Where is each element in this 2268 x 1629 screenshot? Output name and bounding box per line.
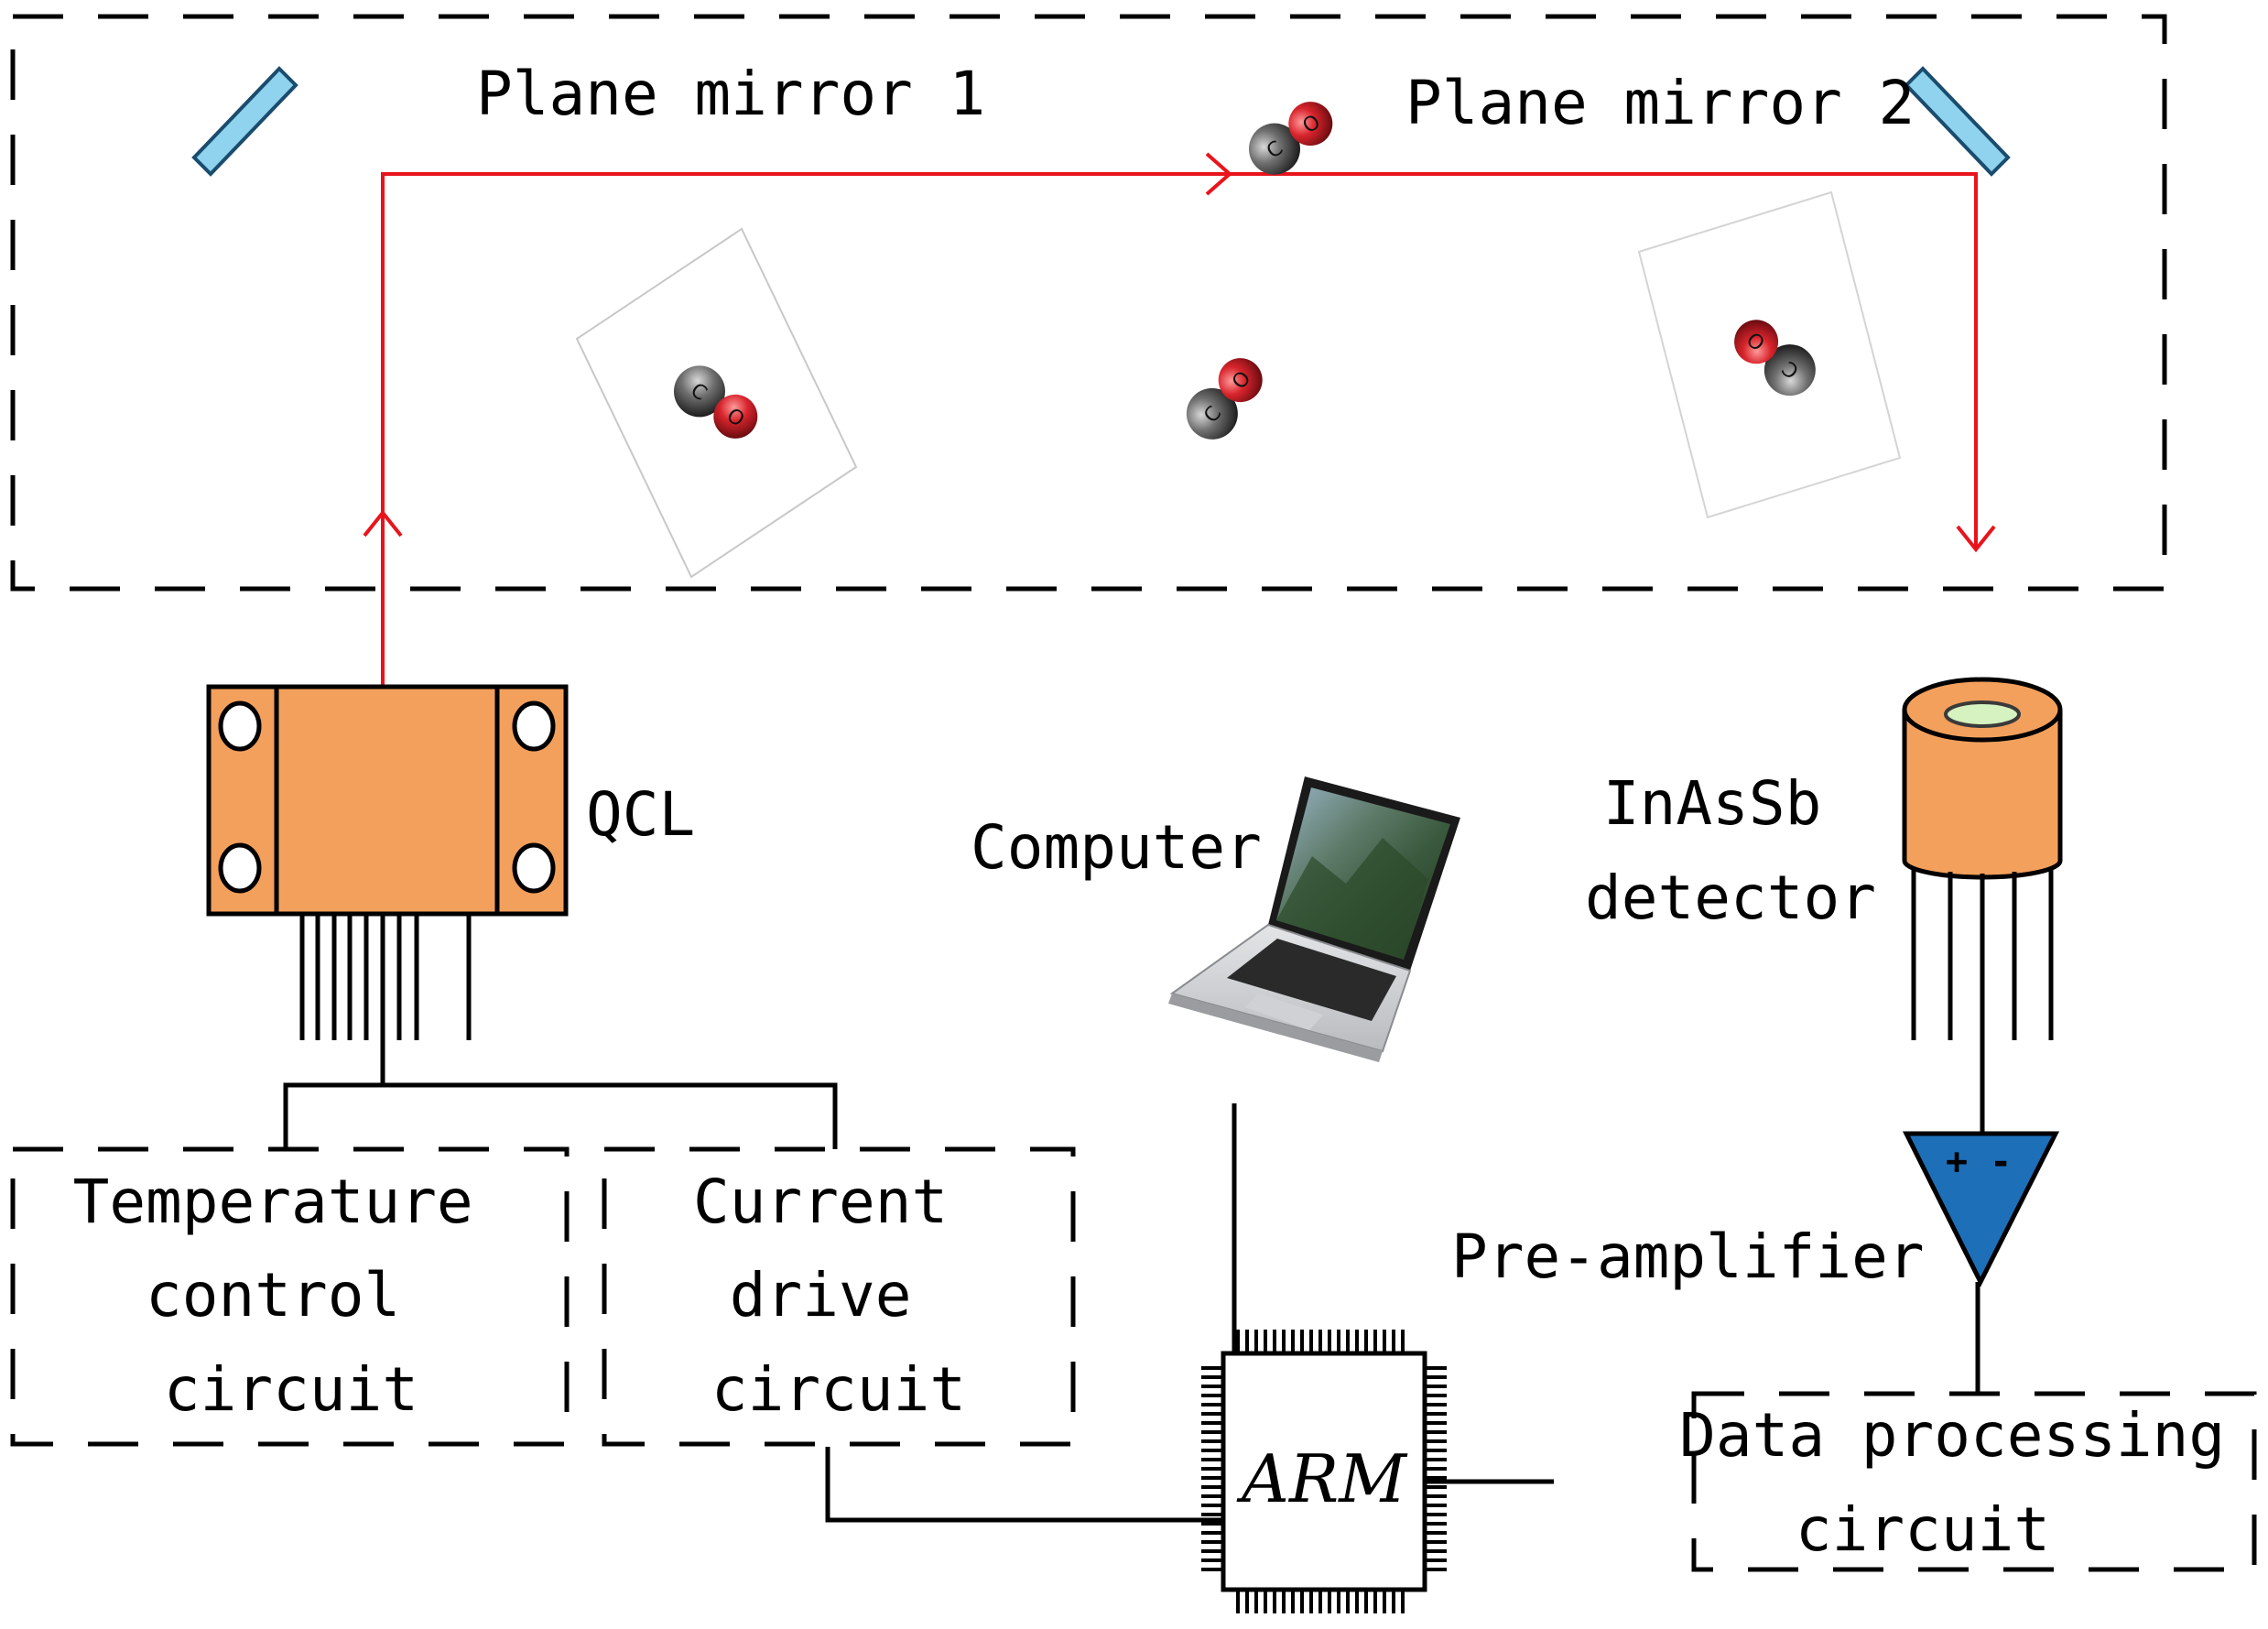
detector-pins [1911,868,2054,1134]
svg-text:Current drive circuit: Current drive circuit [693,1167,984,1425]
temperature-circuit-line2: control [146,1260,400,1330]
qcl-device [206,684,569,917]
svg-text:InAsSb detector: InAsSb detector [1585,768,1876,933]
inassb-detector [1902,677,2063,880]
data-circuit-line1: Data processing [1679,1400,2225,1471]
temperature-control-circuit-box [10,1146,570,1447]
co-molecule-icon: C O [673,365,758,439]
preamp-signs: + - [1946,1141,2012,1183]
svg-text:Data processing circuit: Data processing circuit [1679,1400,2262,1565]
qcl-pins [299,914,472,1040]
beam-arrow-up [363,509,403,538]
temperature-circuit-line3: circuit [164,1354,418,1425]
temperature-circuit-line1: Temperature [73,1167,473,1237]
computer-label: Computer [971,812,1262,883]
plane-mirror-1-label: Plane mirror 1 [476,59,985,129]
laptop-icon [1168,776,1460,1062]
preamp-label: Pre-amplifier [1451,1222,1925,1292]
co-molecule-icon: C O [1186,358,1263,440]
co-molecule-icon: C O [1734,320,1816,396]
co-molecule-icon: C O [1248,102,1333,175]
molecule-frame-3 [1637,190,1902,519]
qcl-label: QCL [586,779,695,850]
plane-mirror-1 [191,66,298,177]
detector-label-line1: InAsSb [1603,768,1821,839]
plane-mirror-2-label: Plane mirror 2 [1405,68,1915,138]
data-processing-circuit-box [1691,1391,2257,1572]
svg-text:Temperature control ci: Temperature control circuit [73,1167,510,1425]
laser-beam-path [363,152,1996,685]
current-drive-circuit-box [602,1146,1076,1447]
beam-arrow-right [1205,152,1233,196]
beam-arrow-down [1956,525,1996,553]
arm-chip [1201,1330,1447,1613]
molecule-frame-1 [575,227,858,579]
plane-mirror-2 [1904,66,2011,177]
preamp-symbol [1902,1131,2060,1287]
current-arm-wire [825,1447,1223,1523]
arm-label: ARM [1236,1440,1408,1517]
detector-label-line2: detector [1585,863,1876,933]
current-circuit-line1: Current [693,1167,948,1237]
current-circuit-line3: circuit [711,1354,966,1425]
qcl-circuit-wiring [283,1040,838,1149]
data-circuit-line2: circuit [1796,1494,2050,1565]
current-circuit-line2: drive [730,1260,912,1330]
